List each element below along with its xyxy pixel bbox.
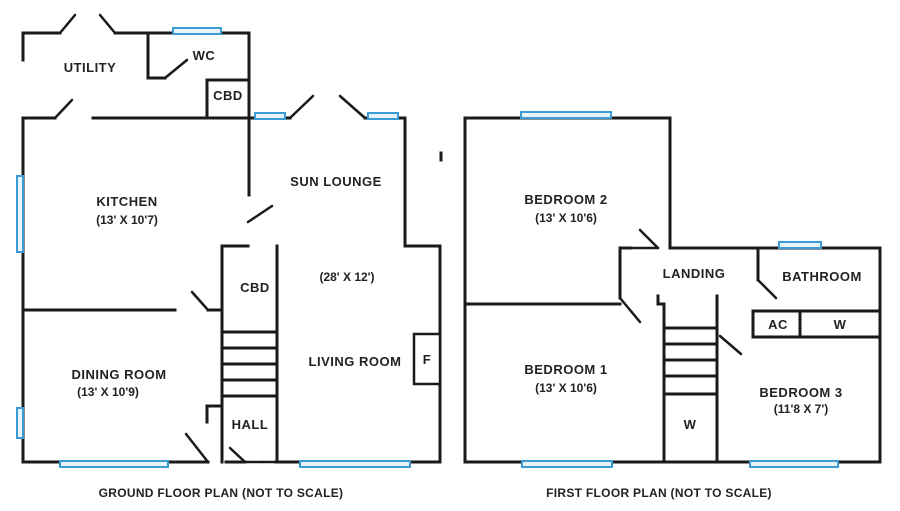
room-dim-dining: (13' X 10'9) bbox=[77, 385, 139, 399]
first-floor-caption: FIRST FLOOR PLAN (NOT TO SCALE) bbox=[546, 486, 772, 500]
room-label-utility: UTILITY bbox=[64, 60, 117, 75]
ground-floor: UTILITY WC CBD KITCHEN (13' X 10'7) SUN … bbox=[16, 13, 443, 500]
room-label-fireplace: F bbox=[423, 352, 431, 367]
room-label-cbd-upper: CBD bbox=[213, 88, 243, 103]
room-label-landing: LANDING bbox=[663, 266, 726, 281]
room-label-sun-lounge: SUN LOUNGE bbox=[290, 174, 382, 189]
room-dim-bedroom-1: (13' X 10'6) bbox=[535, 381, 597, 395]
room-label-wardrobe: W bbox=[834, 317, 847, 332]
ground-floor-doors bbox=[53, 13, 367, 464]
room-label-bedroom-2: BEDROOM 2 bbox=[524, 192, 607, 207]
first-floor-walls bbox=[463, 116, 882, 464]
room-label-dining-room: DINING ROOM bbox=[71, 367, 166, 382]
first-floor-stairs bbox=[662, 326, 719, 396]
room-label-bathroom: BATHROOM bbox=[782, 269, 862, 284]
room-dim-bedroom-3: (11'8 X 7') bbox=[774, 402, 828, 416]
ground-floor-stairs bbox=[220, 330, 279, 398]
first-floor-doors bbox=[618, 228, 778, 356]
room-label-kitchen: KITCHEN bbox=[96, 194, 157, 209]
room-dim-kitchen: (13' X 10'7) bbox=[96, 213, 158, 227]
room-label-bedroom-1: BEDROOM 1 bbox=[524, 362, 607, 377]
room-dim-living: (28' X 12') bbox=[319, 270, 374, 284]
room-label-living-room: LIVING ROOM bbox=[309, 354, 402, 369]
ground-floor-caption: GROUND FLOOR PLAN (NOT TO SCALE) bbox=[99, 486, 344, 500]
first-floor-windows bbox=[520, 111, 839, 468]
room-label-wardrobe-stairs: W bbox=[684, 417, 697, 432]
fireplace-box bbox=[412, 332, 442, 386]
first-floor: BEDROOM 2 (13' X 10'6) LANDING BATHROOM … bbox=[463, 111, 882, 500]
ground-floor-windows bbox=[16, 27, 411, 468]
room-label-cbd-stairs: CBD bbox=[240, 280, 270, 295]
room-dim-bedroom-2: (13' X 10'6) bbox=[535, 211, 597, 225]
room-label-wc: WC bbox=[193, 48, 216, 63]
room-label-ac: AC bbox=[768, 317, 788, 332]
room-label-bedroom-3: BEDROOM 3 bbox=[759, 385, 842, 400]
room-label-hall: HALL bbox=[232, 417, 269, 432]
